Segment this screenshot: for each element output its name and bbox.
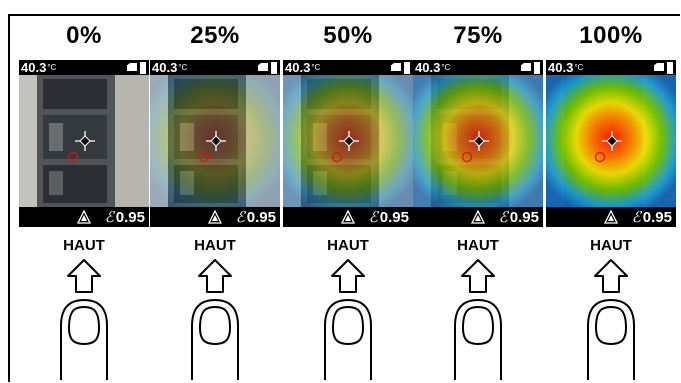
- battery-icon: [140, 62, 146, 74]
- button-label-haut: HAUT: [194, 237, 236, 254]
- warning-icon: [471, 210, 485, 224]
- temperature-readout: 40.3°C: [21, 60, 57, 75]
- thermal-view: [150, 75, 280, 207]
- panel-0: 0% 40.3°C: [19, 0, 149, 383]
- temperature-readout: 40.3°C: [285, 60, 321, 75]
- camera-screen: 40.3°C: [19, 60, 149, 227]
- blend-percent-label: 75%: [453, 22, 503, 49]
- finger-press-icon: [587, 259, 635, 380]
- warning-icon: [77, 210, 91, 224]
- blend-percent-label: 100%: [579, 22, 643, 49]
- warning-icon: [208, 210, 222, 224]
- sd-card-icon: [521, 63, 531, 71]
- thermal-view: [546, 75, 676, 207]
- warning-icon: [604, 210, 618, 224]
- finger-press-icon: [60, 259, 108, 380]
- panel-1: 25% 40.3°C: [150, 0, 280, 383]
- temperature-readout: 40.3°C: [548, 60, 584, 75]
- temperature-readout: 40.3°C: [152, 60, 188, 75]
- camera-screen: 40.3°C: [413, 60, 543, 227]
- status-bar: 40.3°C: [283, 60, 413, 75]
- battery-icon: [271, 62, 277, 74]
- finger-press-icon: [191, 259, 239, 380]
- camera-screen: 40.3°C: [283, 60, 413, 227]
- thermal-view: [413, 75, 543, 207]
- battery-icon: [667, 62, 673, 74]
- sd-card-icon: [127, 63, 137, 71]
- button-label-haut: HAUT: [457, 237, 499, 254]
- sd-card-icon: [391, 63, 401, 71]
- finger-press-icon: [324, 259, 372, 380]
- status-bar: 40.3°C: [150, 60, 280, 75]
- status-bar: 40.3°C: [19, 60, 149, 75]
- status-bar: 40.3°C: [413, 60, 543, 75]
- battery-icon: [404, 62, 410, 74]
- temperature-readout: 40.3°C: [415, 60, 451, 75]
- panel-2: 50% 40.3°C: [283, 0, 413, 383]
- status-bar: 40.3°C: [546, 60, 676, 75]
- button-label-haut: HAUT: [327, 237, 369, 254]
- button-label-haut: HAUT: [590, 237, 632, 254]
- thermal-view: [283, 75, 413, 207]
- figure-frame: [8, 14, 680, 382]
- warning-icon: [341, 210, 355, 224]
- blend-percent-label: 0%: [66, 22, 102, 49]
- sd-card-icon: [654, 63, 664, 71]
- button-label-haut: HAUT: [63, 237, 105, 254]
- sd-card-icon: [258, 63, 268, 71]
- panel-4: 100% 40.3°C: [546, 0, 676, 383]
- finger-press-icon: [454, 259, 502, 380]
- thermal-view: [19, 75, 149, 207]
- camera-screen: 40.3°C: [150, 60, 280, 227]
- blend-percent-label: 50%: [323, 22, 373, 49]
- camera-screen: 40.3°C: [546, 60, 676, 227]
- battery-icon: [534, 62, 540, 74]
- blend-percent-label: 25%: [190, 22, 240, 49]
- panel-3: 75% 40.3°C: [413, 0, 543, 383]
